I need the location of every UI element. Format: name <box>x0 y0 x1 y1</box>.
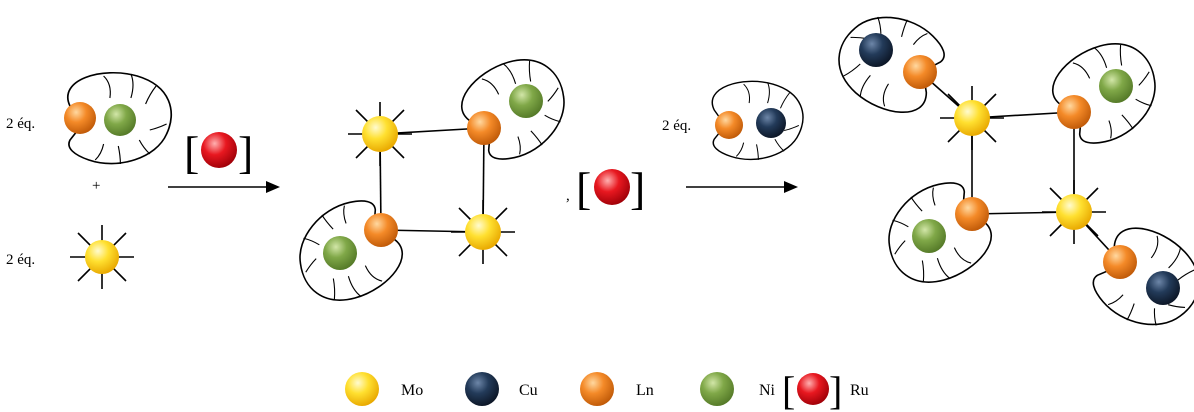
legend-ru-label: Ru <box>850 382 869 399</box>
reactant-ni-ligand: 2 éq. <box>6 71 173 165</box>
ln-ball-icon <box>364 213 398 247</box>
eq-label: 2 éq. <box>6 116 35 132</box>
legend-ru-bracket-left: [ <box>782 368 795 412</box>
cu-ball-icon <box>1146 271 1180 305</box>
mo-ball-icon <box>85 240 119 274</box>
ru-bracket-right: ] <box>630 163 645 214</box>
ln-ball-icon <box>1103 245 1137 279</box>
mo-ball-icon <box>1056 194 1092 230</box>
ru-bracket-left: [ <box>576 163 591 214</box>
eq-label: 2 éq. <box>6 252 35 268</box>
ni-ball-icon <box>1099 69 1133 103</box>
ni-ball-icon <box>509 84 543 118</box>
ni-ball-icon <box>104 104 136 136</box>
ln-ball-icon <box>467 111 501 145</box>
ln-ball-icon <box>903 55 937 89</box>
arrow-2-head-icon <box>784 181 798 193</box>
intermediate-square <box>280 41 584 319</box>
ru-ball-icon <box>594 169 630 205</box>
legend-ni-label: Ni <box>759 382 776 399</box>
ru-bracket-left: [ <box>184 127 199 178</box>
plus-sign: + <box>92 178 100 194</box>
ni-ball-icon <box>912 219 946 253</box>
legend-mo-ball-icon <box>345 372 379 406</box>
comma: , <box>566 188 570 204</box>
ln-ball-icon <box>64 102 96 134</box>
step2-reagent: 2 éq. , [ ] <box>566 80 804 214</box>
reactant-mo: 2 éq. <box>6 224 135 290</box>
cu-ball-icon <box>756 108 786 138</box>
ln-ball-icon <box>715 111 743 139</box>
legend-mo-label: Mo <box>401 382 423 399</box>
legend: Mo Cu Ln Ni [ ] Ru <box>345 368 869 412</box>
cu-ball-icon <box>859 33 893 67</box>
legend-cu-label: Cu <box>519 382 538 399</box>
step1-reagent: [ ] <box>168 127 280 193</box>
product-square <box>824 0 1194 346</box>
mo-ball-icon <box>465 214 501 250</box>
ru-ball-icon <box>201 132 237 168</box>
eq-label: 2 éq. <box>662 118 691 134</box>
ln-ball-icon <box>1057 95 1091 129</box>
mo-ball-icon <box>362 116 398 152</box>
ni-ball-icon <box>323 236 357 270</box>
arrow-1-head-icon <box>266 181 280 193</box>
legend-cu-ball-icon <box>465 372 499 406</box>
ln-ball-icon <box>955 197 989 231</box>
ru-bracket-right: ] <box>238 127 253 178</box>
legend-ru-ball-icon <box>797 373 829 405</box>
legend-ru-bracket-right: ] <box>829 368 842 412</box>
mo-ball-icon <box>954 100 990 136</box>
legend-ni-ball-icon <box>700 372 734 406</box>
legend-ln-ball-icon <box>580 372 614 406</box>
legend-ln-label: Ln <box>636 382 654 399</box>
